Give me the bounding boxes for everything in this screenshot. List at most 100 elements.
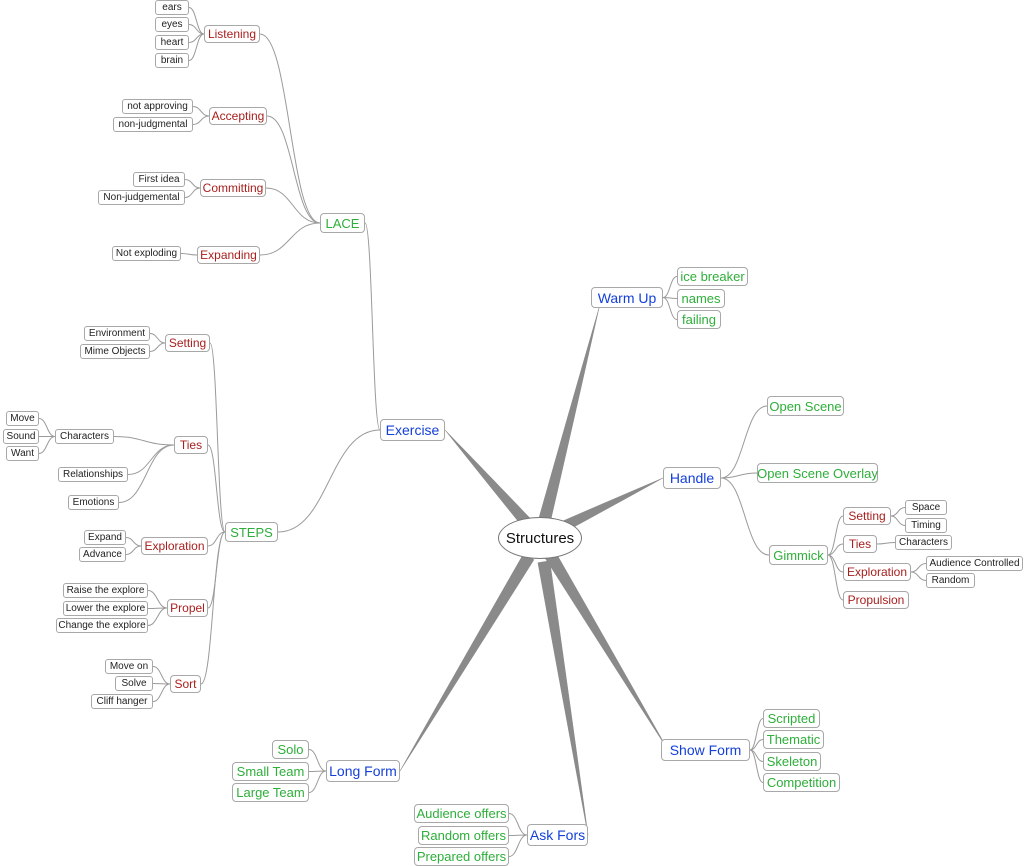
connector-line: [149, 342, 166, 352]
node-random-offers[interactable]: Random offers: [418, 826, 509, 845]
connector-line: [662, 297, 678, 320]
node-emotions[interactable]: Emotions: [68, 495, 119, 510]
node-first-idea[interactable]: First idea: [133, 172, 185, 187]
node-large-team[interactable]: Large Team: [232, 783, 309, 802]
node-not-approving[interactable]: not approving: [122, 99, 193, 114]
node-steps-ties[interactable]: Ties: [174, 436, 208, 454]
connector-line: [152, 683, 171, 685]
node-advance[interactable]: Advance: [79, 547, 126, 562]
connector-line: [508, 834, 528, 857]
connector-line: [890, 507, 906, 517]
node-change-the-explore[interactable]: Change the explore: [56, 618, 148, 633]
node-relationships[interactable]: Relationships: [58, 467, 128, 482]
node-expand[interactable]: Expand: [84, 530, 126, 545]
node-accepting[interactable]: Accepting: [209, 107, 267, 125]
node-gimmick[interactable]: Gimmick: [769, 545, 828, 565]
node-eyes[interactable]: eyes: [155, 17, 189, 32]
node-timing[interactable]: Timing: [905, 518, 947, 533]
node-scripted[interactable]: Scripted: [763, 709, 820, 728]
connector-line: [364, 222, 381, 431]
node-warm-up[interactable]: Warm Up: [591, 287, 663, 308]
node-propel[interactable]: Propel: [167, 599, 208, 617]
node-handle[interactable]: Handle: [663, 467, 721, 489]
node-small-team[interactable]: Small Team: [232, 762, 309, 781]
connector-line: [259, 33, 321, 224]
connector-line: [399, 553, 535, 772]
node-sort[interactable]: Sort: [170, 675, 201, 693]
node-steps[interactable]: STEPS: [225, 522, 278, 542]
connector-line: [720, 477, 770, 556]
connector-line: [749, 739, 764, 751]
connector-line: [827, 515, 844, 556]
node-sound[interactable]: Sound: [3, 429, 39, 444]
connector-line: [113, 436, 175, 446]
connector-line: [200, 531, 226, 685]
connector-line: [749, 718, 764, 751]
connector-line: [184, 187, 201, 198]
node-competition[interactable]: Competition: [763, 773, 840, 792]
connector-line: [720, 405, 768, 479]
node-heart[interactable]: heart: [155, 35, 189, 50]
node-environment[interactable]: Environment: [84, 326, 150, 341]
node-open-scene[interactable]: Open Scene: [767, 396, 844, 416]
connector-line: [308, 770, 327, 793]
root-node-structures[interactable]: Structures: [498, 517, 582, 559]
node-thematic[interactable]: Thematic: [763, 730, 824, 749]
node-failing[interactable]: failing: [677, 310, 721, 329]
node-cliff-hanger[interactable]: Cliff hanger: [91, 694, 153, 709]
connector-line: [125, 537, 142, 547]
node-move-on[interactable]: Move on: [105, 659, 153, 674]
node-mime-objects[interactable]: Mime Objects: [80, 344, 150, 359]
connector-line: [827, 554, 844, 601]
connector-line: [192, 106, 210, 117]
connector-line: [720, 472, 758, 479]
node-expanding[interactable]: Expanding: [197, 246, 260, 264]
node-not-exploding[interactable]: Not exploding: [112, 246, 181, 261]
node-skeleton[interactable]: Skeleton: [763, 752, 821, 771]
node-steps-exploration[interactable]: Exploration: [141, 537, 208, 555]
node-open-scene-overlay[interactable]: Open Scene Overlay: [757, 463, 878, 483]
node-non-judgemental[interactable]: Non-judgemental: [98, 190, 185, 205]
node-ears[interactable]: ears: [155, 0, 189, 15]
connector-line: [188, 7, 205, 35]
node-audience-offers[interactable]: Audience offers: [414, 804, 509, 823]
node-gimmick-propulsion[interactable]: Propulsion: [843, 591, 909, 609]
node-space[interactable]: Space: [905, 500, 947, 515]
connector-line: [184, 179, 201, 189]
node-raise-the-explore[interactable]: Raise the explore: [63, 583, 148, 598]
node-brain[interactable]: brain: [155, 53, 189, 68]
node-lace[interactable]: LACE: [320, 213, 365, 233]
node-steps-setting[interactable]: Setting: [165, 334, 210, 352]
node-steps-characters[interactable]: Characters: [55, 429, 114, 444]
connector-line: [910, 571, 927, 581]
node-gimmick-setting[interactable]: Setting: [843, 507, 891, 525]
connector-line: [277, 429, 381, 533]
connector-line: [38, 418, 56, 437]
node-gimmick-exploration[interactable]: Exploration: [843, 563, 911, 581]
node-random[interactable]: Random: [926, 573, 975, 588]
connector-line: [544, 551, 669, 751]
connector-line: [662, 276, 678, 298]
connector-line: [209, 342, 226, 533]
node-solo[interactable]: Solo: [272, 740, 309, 759]
node-characters[interactable]: Characters: [895, 535, 952, 550]
connector-line: [149, 333, 166, 344]
node-ask-fors[interactable]: Ask Fors: [527, 824, 588, 846]
node-show-form[interactable]: Show Form: [661, 739, 750, 761]
node-audience-controlled[interactable]: Audience Controlled: [926, 556, 1023, 571]
node-ice-breaker[interactable]: ice breaker: [677, 267, 748, 286]
node-want[interactable]: Want: [6, 446, 39, 461]
node-non-judgmental[interactable]: non-judgmental: [113, 117, 193, 132]
node-move[interactable]: Move: [6, 411, 39, 426]
node-gimmick-ties[interactable]: Ties: [843, 535, 877, 553]
node-committing[interactable]: Committing: [200, 179, 266, 197]
node-exercise[interactable]: Exercise: [380, 419, 445, 441]
node-lower-the-explore[interactable]: Lower the explore: [63, 601, 148, 616]
node-names[interactable]: names: [677, 289, 725, 308]
node-solve[interactable]: Solve: [115, 676, 153, 691]
node-prepared-offers[interactable]: Prepared offers: [414, 847, 509, 866]
node-long-form[interactable]: Long Form: [326, 760, 400, 782]
node-listening[interactable]: Listening: [204, 25, 260, 43]
connector-line: [266, 115, 321, 224]
